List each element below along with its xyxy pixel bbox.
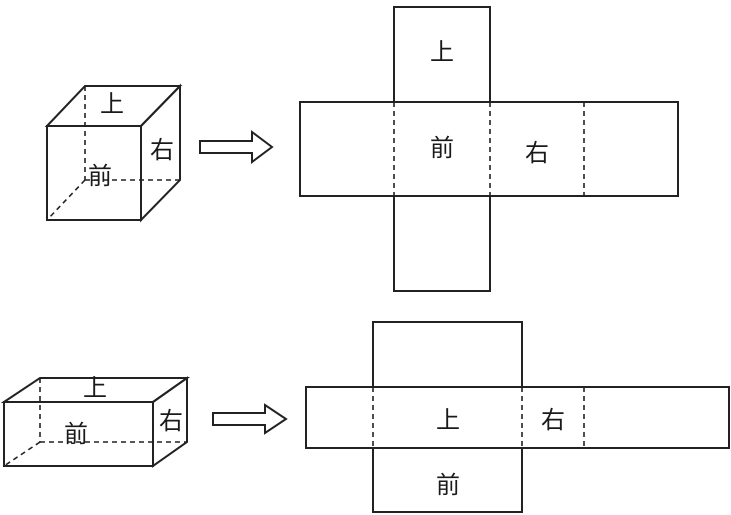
cube-net-bottom-square: [393, 195, 491, 292]
cube-net-label-top: 上: [430, 38, 454, 66]
cuboid-net: 上 右 前: [305, 321, 730, 513]
cuboid-net-right-strip: [522, 386, 730, 449]
cuboid-net-label-top: 上: [436, 406, 460, 434]
cube-hidden-edge-depth: [46, 179, 86, 221]
cube-net: 上 前 右: [299, 6, 679, 292]
cube-label-right: 右: [150, 136, 174, 164]
cube-net-label-right: 右: [525, 139, 549, 167]
cuboid-label-front: 前: [64, 420, 88, 448]
cuboid-right-face: [152, 376, 188, 468]
cuboid-label-top: 上: [83, 374, 107, 402]
cube-label-front: 前: [88, 162, 112, 190]
cube-right-face: [140, 83, 181, 223]
cuboid-net-left-rect: [305, 386, 373, 449]
cuboid-hidden-edge-depth: [3, 441, 41, 467]
cube-label-top: 上: [100, 90, 124, 118]
cuboid-label-right: 右: [159, 407, 183, 435]
cube-net-left-square: [299, 101, 394, 197]
right-arrow-icon: [199, 130, 274, 164]
cuboid-solid: 上 前 右: [0, 374, 191, 468]
cube-solid: 上 前 右: [44, 83, 183, 223]
cuboid-net-label-front: 前: [436, 471, 460, 499]
cuboid-net-label-right: 右: [541, 406, 565, 434]
cuboid-net-top-rect: [372, 321, 523, 388]
right-arrow-icon: [212, 403, 288, 435]
cube-net-label-front: 前: [430, 134, 454, 162]
